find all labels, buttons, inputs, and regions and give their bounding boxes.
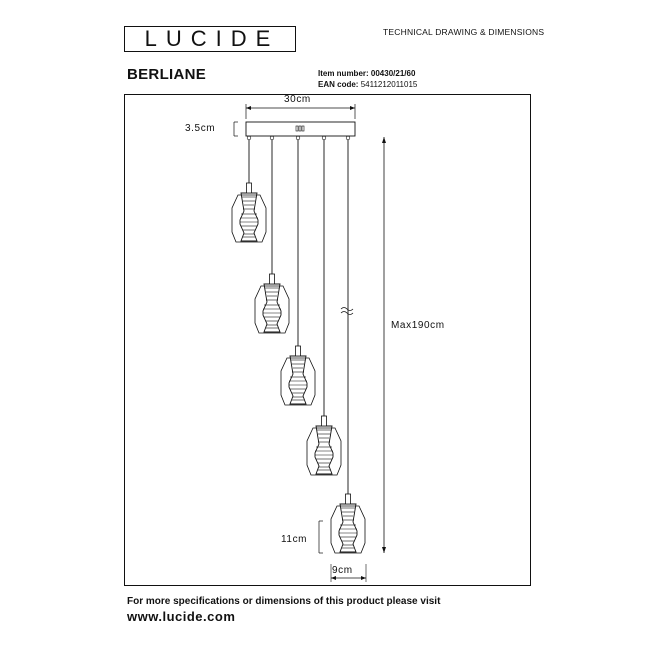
brand-logo: LUCIDE	[144, 26, 280, 51]
header-note: TECHNICAL DRAWING & DIMENSIONS	[383, 27, 545, 37]
canopy-width-label: 30cm	[284, 94, 311, 105]
shade-width-label: 9cm	[332, 565, 353, 576]
canopy-height-label: 3.5cm	[185, 123, 216, 134]
item-number-value: 00430/21/60	[370, 69, 416, 78]
product-name: BERLIANE	[127, 66, 207, 83]
ean-label: EAN code:	[318, 80, 359, 89]
max-height-label: Max190cm	[391, 320, 445, 331]
shade-2	[254, 273, 290, 334]
pendant-cords	[248, 136, 349, 494]
shade-5	[330, 493, 366, 554]
ceiling-canopy	[245, 121, 356, 137]
shade-1	[231, 182, 267, 243]
logo-frame	[124, 26, 296, 52]
shade-3	[280, 345, 316, 406]
ean-line: EAN code: 5411212011015	[318, 80, 417, 89]
footer-note: For more specifications or dimensions of…	[127, 596, 441, 607]
shade-4	[306, 415, 342, 476]
drawing-frame	[124, 94, 531, 586]
item-number-label: Item number:	[318, 69, 369, 78]
website-link[interactable]: www.lucide.com	[127, 609, 236, 624]
item-number-line: Item number: 00430/21/60	[318, 69, 415, 78]
ean-value: 5411212011015	[360, 80, 418, 89]
shade-height-label: 11cm	[281, 534, 308, 545]
